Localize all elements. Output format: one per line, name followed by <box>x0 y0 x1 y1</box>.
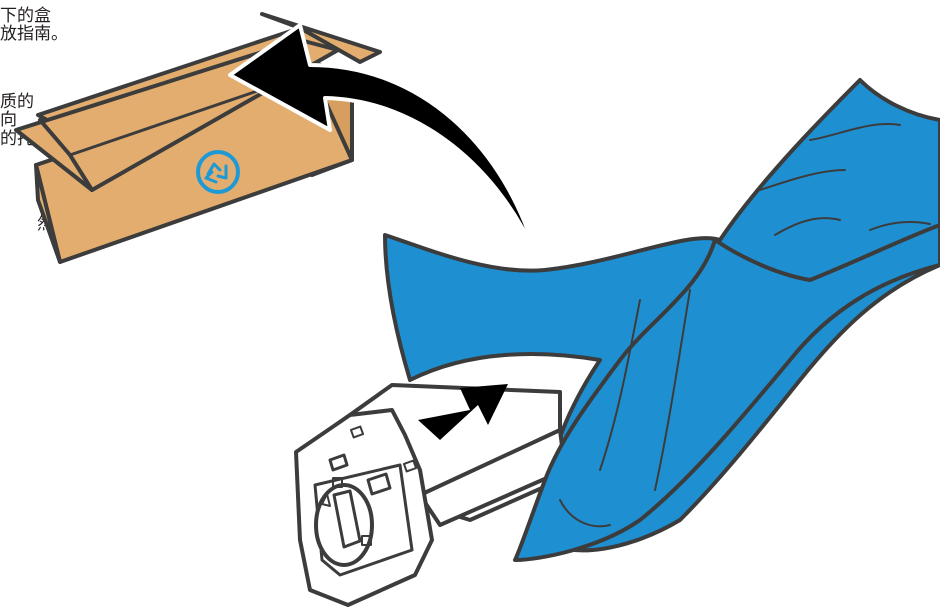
cardboard-box <box>16 14 380 262</box>
toner-cartridge <box>296 384 565 605</box>
